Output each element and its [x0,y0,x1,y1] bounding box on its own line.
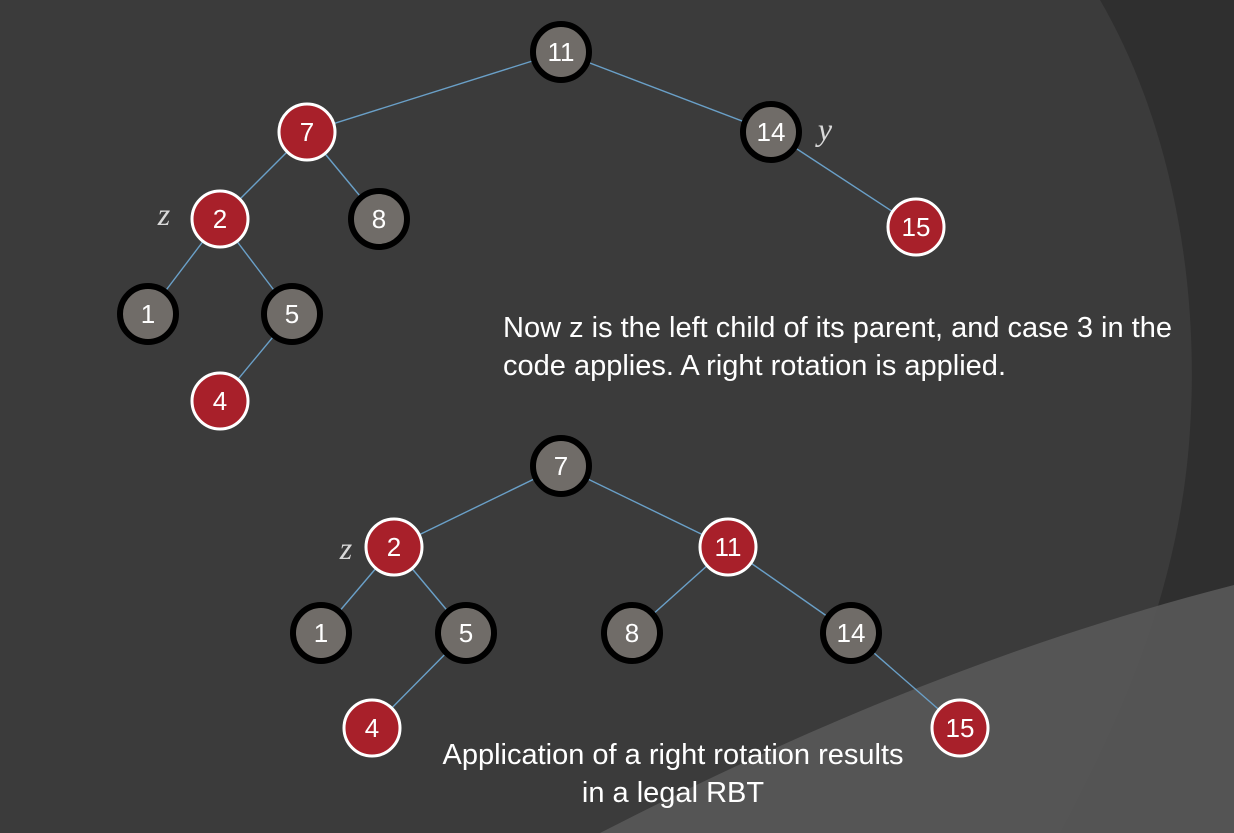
node-before-2: 2z [157,189,250,249]
node-key-label: 5 [285,299,299,329]
node-key-label: 2 [387,532,401,562]
node-key-label: 11 [548,37,575,67]
red-node-circle [190,189,250,249]
node-after-15: 15 [930,698,990,758]
node-after-4: 4 [342,698,402,758]
black-node-circle [530,435,592,497]
node-key-label: 8 [625,618,639,648]
red-node-circle [190,371,250,431]
explanation-caption: Now z is the left child of its parent, a… [503,312,1172,382]
node-after-7: 7 [530,435,592,497]
node-key-label: 8 [372,204,386,234]
edge-n11-n14 [560,51,772,133]
node-key-label: 5 [459,618,473,648]
node-key-label: 1 [141,299,155,329]
red-node-circle [886,197,946,257]
pointer-label-y: y [815,111,833,147]
black-node-circle [348,188,410,250]
black-node-circle [435,602,497,664]
node-before-11: 11 [530,21,592,83]
result-caption: Application of a right rotation results … [442,739,904,809]
black-node-circle [820,602,882,664]
node-before-4: 4 [190,371,250,431]
node-before-8: 8 [348,188,410,250]
red-node-circle [364,517,424,577]
node-after-5: 5 [435,602,497,664]
red-node-circle [698,517,758,577]
pointer-label-z: z [339,530,353,566]
node-before-7: 7 [277,102,337,162]
edge-n11-n7 [306,51,562,133]
red-node-circle [342,698,402,758]
tree-after-edges [320,465,961,729]
black-node-circle [740,101,802,163]
pointer-label-z: z [157,196,171,232]
node-key-label: 7 [300,117,314,147]
node-key-label: 15 [946,713,975,743]
black-node-circle [117,283,179,345]
node-key-label: 2 [213,204,227,234]
node-before-15: 15 [886,197,946,257]
black-node-circle [290,602,352,664]
node-key-label: 7 [554,451,568,481]
node-key-label: 4 [365,713,379,743]
node-key-label: 1 [314,618,328,648]
node-key-label: 11 [715,532,742,562]
node-before-5: 5 [261,283,323,345]
node-after-2: 2z [339,517,424,577]
node-after-1: 1 [290,602,352,664]
node-key-label: 14 [837,618,866,648]
black-node-circle [530,21,592,83]
black-node-circle [601,602,663,664]
node-before-1: 1 [117,283,179,345]
node-key-label: 4 [213,386,227,416]
node-after-8: 8 [601,602,663,664]
node-after-11: 11 [698,517,758,577]
red-node-circle [930,698,990,758]
red-node-circle [277,102,337,162]
node-key-label: 15 [902,212,931,242]
node-after-14: 14 [820,602,882,664]
black-node-circle [261,283,323,345]
node-before-14: 14 y [740,101,833,163]
node-key-label: 14 [757,117,786,147]
